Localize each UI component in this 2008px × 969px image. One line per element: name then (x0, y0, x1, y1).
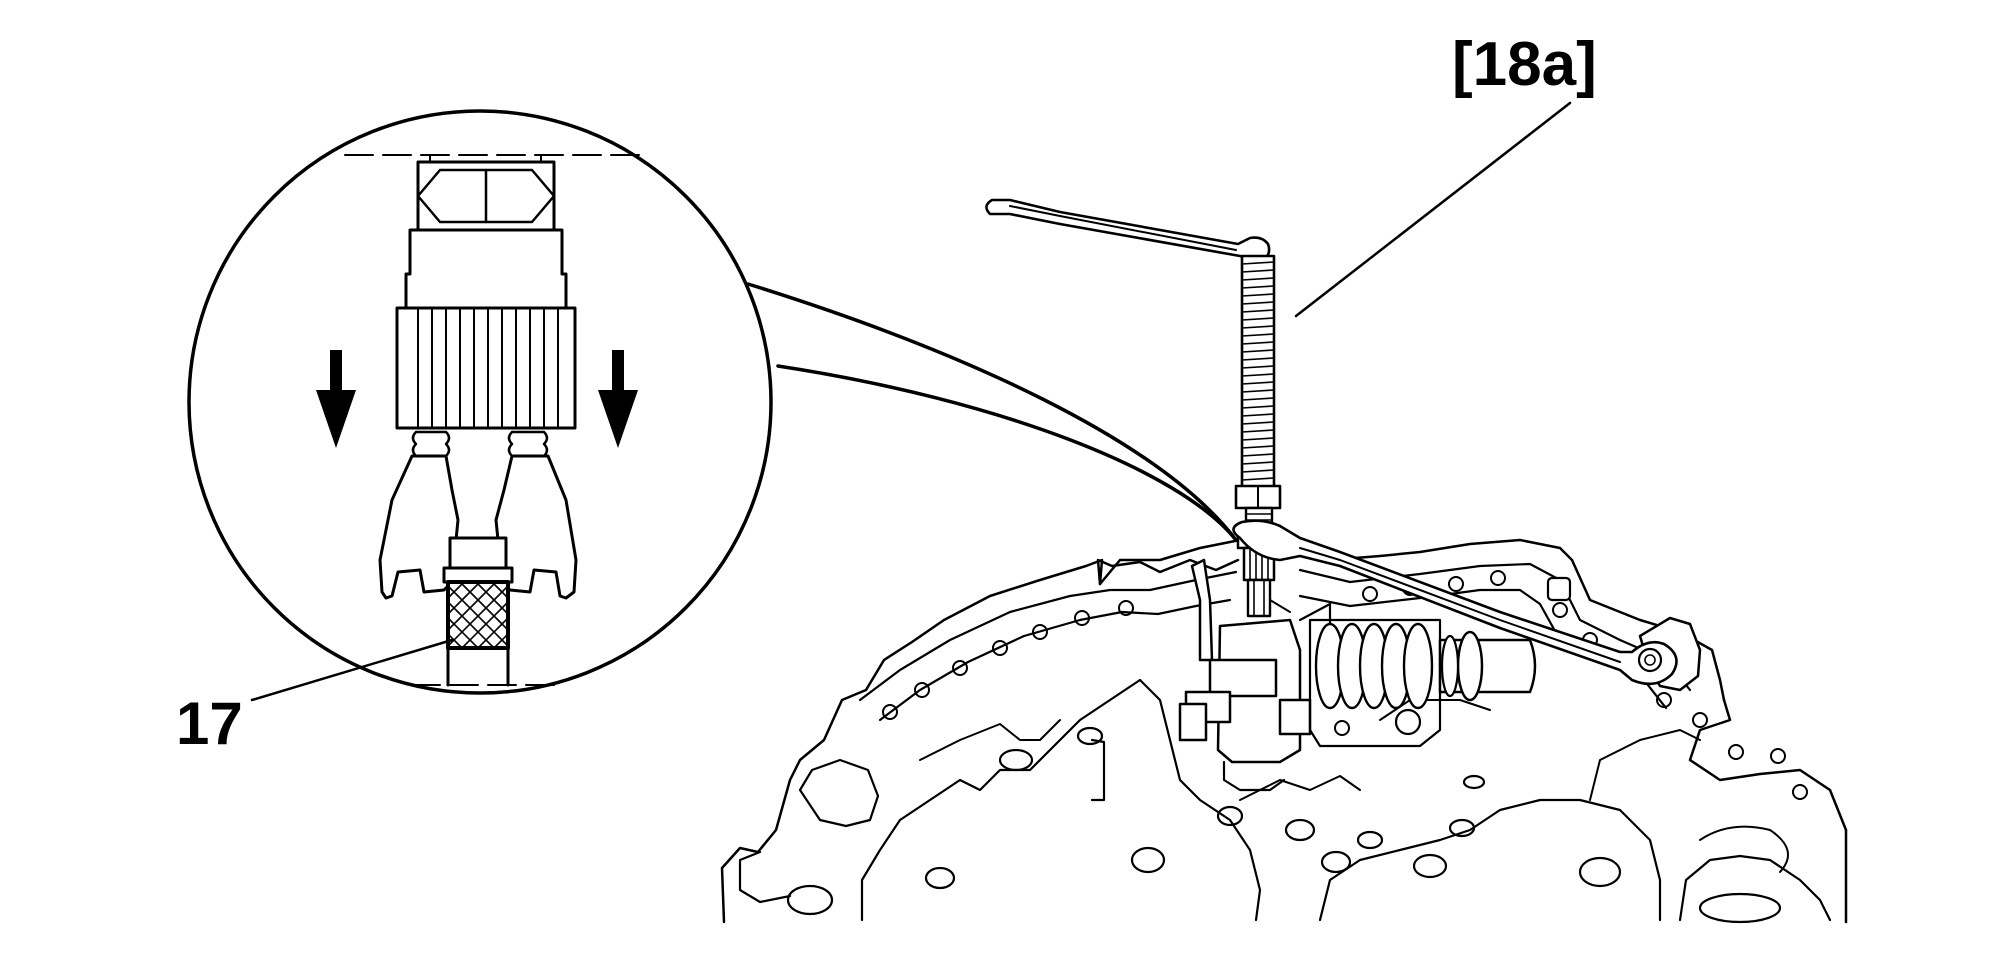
puller-body (395, 228, 577, 430)
callout-part-17: 17 (176, 690, 243, 757)
leader-line-part (250, 638, 454, 702)
magnifier-connector-upper (746, 282, 1238, 542)
arrow-down-icon (598, 350, 638, 448)
hex-nut (416, 154, 556, 232)
shift-mechanism (1178, 558, 1537, 792)
callout-tool-18a: [18a] (1452, 30, 1597, 99)
shaft-part-17 (442, 536, 514, 687)
extractor-tool (985, 198, 1678, 686)
arrow-down-icon (316, 350, 356, 448)
gearbox-housing (720, 538, 1848, 924)
magnifier-circle (187, 109, 773, 695)
detail-view (187, 109, 773, 695)
leader-line-tool (1294, 101, 1572, 318)
magnifier-connector-lower (776, 364, 1238, 542)
